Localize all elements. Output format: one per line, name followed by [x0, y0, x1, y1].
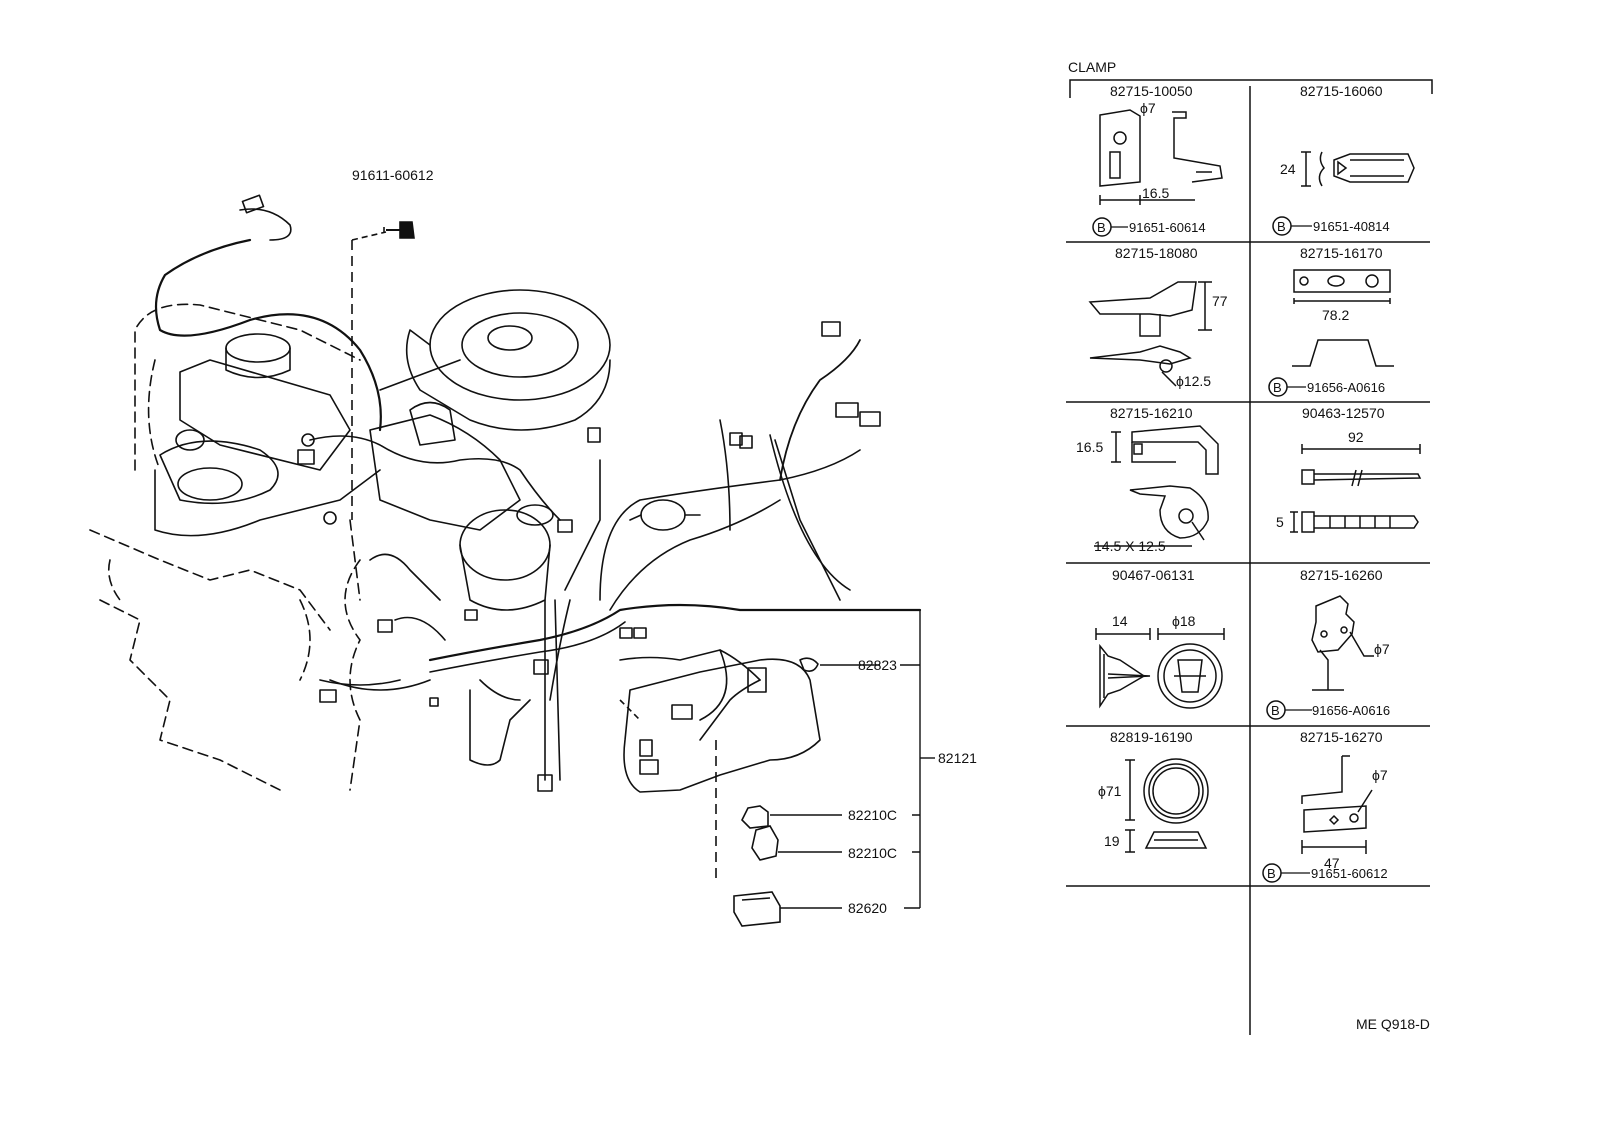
- bolt-part: 91651-40814: [1313, 219, 1390, 234]
- callout-bracket-82121: [770, 610, 935, 909]
- callout-82620: 82620: [848, 900, 887, 916]
- bolt-b-symbol: B: [1272, 216, 1312, 236]
- dim-label: ϕ18: [1172, 613, 1196, 629]
- bolt-b-symbol: B: [1092, 217, 1128, 237]
- bolt-b-symbol: B: [1268, 377, 1306, 397]
- clamp-part: 82715-16060: [1300, 83, 1383, 99]
- clamp-part: 82715-16170: [1300, 245, 1383, 261]
- clamp-part: 82715-16270: [1300, 729, 1383, 745]
- cable-tie-90463-12570-icon: [1290, 444, 1422, 533]
- clamp-table: [1066, 79, 1433, 1035]
- bolt-part-label: 91611-60612: [352, 167, 434, 183]
- dim-label: ϕ12.5: [1176, 373, 1211, 389]
- dim-label: 19: [1104, 833, 1120, 849]
- clamp-part: 90463-12570: [1302, 405, 1385, 421]
- clamp-82715-16170-icon: [1292, 269, 1394, 367]
- dim-label: 78.2: [1322, 307, 1349, 323]
- bolt-part: 91651-60612: [1311, 866, 1388, 881]
- dim-label: 92: [1348, 429, 1364, 445]
- svg-text:B: B: [1273, 380, 1282, 395]
- svg-text:B: B: [1267, 866, 1276, 881]
- bolt-part: 91651-60614: [1129, 220, 1206, 235]
- clamp-part: 82715-16260: [1300, 567, 1383, 583]
- bolt-part: 91656-A0616: [1312, 703, 1390, 718]
- clamp-82715-16260-icon: [1311, 595, 1374, 691]
- clamp-82715-10050-icon: [1099, 109, 1223, 205]
- grommet-82819-16190-icon: [1125, 758, 1209, 853]
- dim-label: 14: [1112, 613, 1128, 629]
- callout-82210c-b: 82210C: [848, 845, 897, 861]
- clip-90467-06131-icon: [1095, 628, 1225, 709]
- callout-82210c-a: 82210C: [848, 807, 897, 823]
- dim-label: ϕ7: [1374, 641, 1390, 657]
- bolt-part: 91656-A0616: [1307, 380, 1385, 395]
- clamp-82715-16210-icon: [1094, 425, 1219, 547]
- figure-code: ME Q918-D: [1356, 1016, 1430, 1032]
- relay-boxes: [619, 699, 781, 927]
- clamp-part: 82715-18080: [1115, 245, 1198, 261]
- callout-82121: 82121: [938, 750, 977, 766]
- dim-label: 5: [1276, 514, 1284, 530]
- bolt-b-symbol: B: [1262, 863, 1310, 883]
- dim-label: 77: [1212, 293, 1228, 309]
- dim-label: ϕ71: [1098, 783, 1122, 799]
- clamp-part: 82715-16210: [1110, 405, 1193, 421]
- callout-82823: 82823: [858, 657, 897, 673]
- clamp-title: CLAMP: [1068, 59, 1116, 75]
- clamp-82715-18080-icon: [1088, 281, 1212, 387]
- svg-text:B: B: [1277, 219, 1286, 234]
- svg-text:B: B: [1271, 703, 1280, 718]
- clamp-part: 90467-06131: [1112, 567, 1195, 583]
- dim-label: 16.5: [1142, 185, 1169, 201]
- dim-label: 16.5: [1076, 439, 1103, 455]
- svg-text:B: B: [1097, 220, 1106, 235]
- clamp-part: 82819-16190: [1110, 729, 1193, 745]
- engine-illustration: [89, 194, 922, 793]
- clamp-82715-16060-icon: [1301, 151, 1415, 187]
- dim-label: ϕ7: [1140, 100, 1156, 116]
- dim-label: 14.5 X 12.5: [1094, 538, 1166, 554]
- clamp-82715-16270-icon: [1301, 755, 1373, 854]
- dim-label: 24: [1280, 161, 1296, 177]
- dim-label: ϕ7: [1372, 767, 1388, 783]
- dim-label: 47: [1324, 855, 1340, 871]
- bolt-91611-60612-icon: [351, 221, 415, 520]
- clamp-part: 82715-10050: [1110, 83, 1193, 99]
- bolt-b-symbol: B: [1266, 700, 1312, 720]
